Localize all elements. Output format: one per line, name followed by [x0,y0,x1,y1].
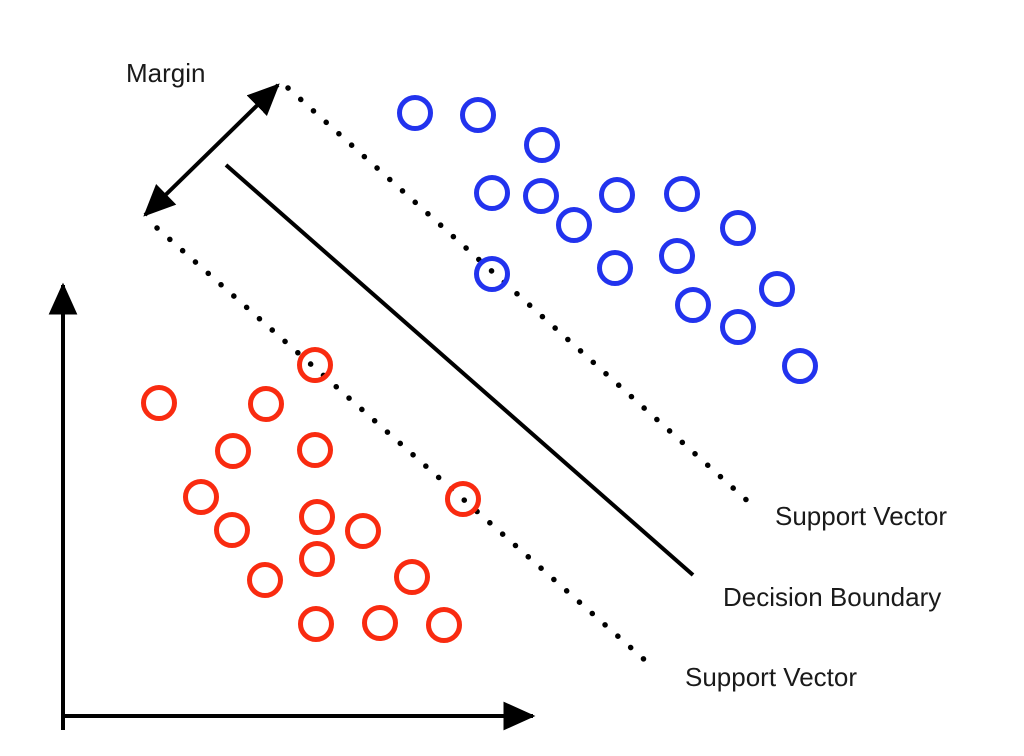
data-point [597,250,633,286]
support-vector-top-label: Support Vector [775,501,947,531]
data-point [298,606,334,642]
data-point [397,95,433,131]
margin-boundary-lines [154,85,755,665]
data-point [362,605,398,641]
margin-arrow-line [143,83,280,217]
data-point [523,178,559,214]
upper-margin-dotted-line [285,85,755,508]
data-point [297,347,333,383]
data-point [460,97,496,133]
axes [48,282,536,731]
data-point [141,385,177,421]
data-point [599,177,635,213]
data-point [720,210,756,246]
data-point [299,499,335,535]
lower-margin-dotted-line [154,225,650,665]
data-point [394,559,430,595]
data-point [474,175,510,211]
data-point [659,238,695,274]
data-point [183,479,219,515]
margin-measure-arrow [143,83,280,217]
data-point [759,271,795,307]
data-point [720,309,756,345]
data-point [214,512,250,548]
data-point [675,287,711,323]
data-point [299,541,335,577]
decision-boundary-line [224,163,695,577]
decision-boundary-line [224,163,695,577]
data-point [426,607,462,643]
data-point [524,127,560,163]
data-point [445,481,481,517]
data-point [782,348,818,384]
data-point [345,513,381,549]
data-point [215,433,251,469]
data-point [664,176,700,212]
data-points [141,95,818,643]
data-point [474,256,510,292]
data-point [297,432,333,468]
data-point [247,562,283,598]
decision-boundary-label: Decision Boundary [723,582,941,612]
data-point [248,386,284,422]
data-point [556,207,592,243]
margin-label: Margin [126,58,205,88]
support-vector-bottom-label: Support Vector [685,662,857,692]
